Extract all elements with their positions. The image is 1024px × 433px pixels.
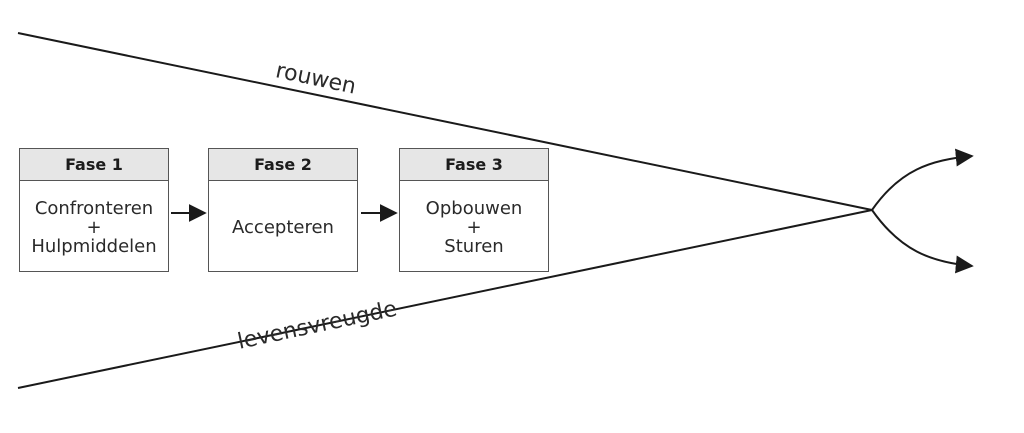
phase-body: Accepteren (209, 181, 357, 273)
phase-line: Accepteren (232, 216, 334, 238)
fork-arrow-lower (871, 209, 974, 274)
phase-line: + (86, 216, 102, 238)
upper-converging-line (17, 32, 873, 211)
phase-box-3: Fase 3 Opbouwen + Sturen (399, 148, 549, 272)
phase-line: Opbouwen (425, 197, 523, 219)
phase-body: Opbouwen + Sturen (400, 181, 548, 273)
lower-converging-line (17, 209, 873, 389)
phase-line: + (466, 216, 482, 238)
phase-line: Sturen (444, 235, 504, 257)
phase-title: Fase 3 (400, 149, 548, 181)
phase-line: Confronteren (34, 197, 154, 219)
phase-box-2: Fase 2 Accepteren (208, 148, 358, 272)
phase-title: Fase 2 (209, 149, 357, 181)
phase-title: Fase 1 (20, 149, 168, 181)
phase-box-1: Fase 1 Confronteren + Hulpmiddelen (19, 148, 169, 272)
phase-line: Hulpmiddelen (31, 235, 157, 257)
fork-arrow-upper (871, 148, 974, 211)
phase-body: Confronteren + Hulpmiddelen (20, 181, 168, 273)
